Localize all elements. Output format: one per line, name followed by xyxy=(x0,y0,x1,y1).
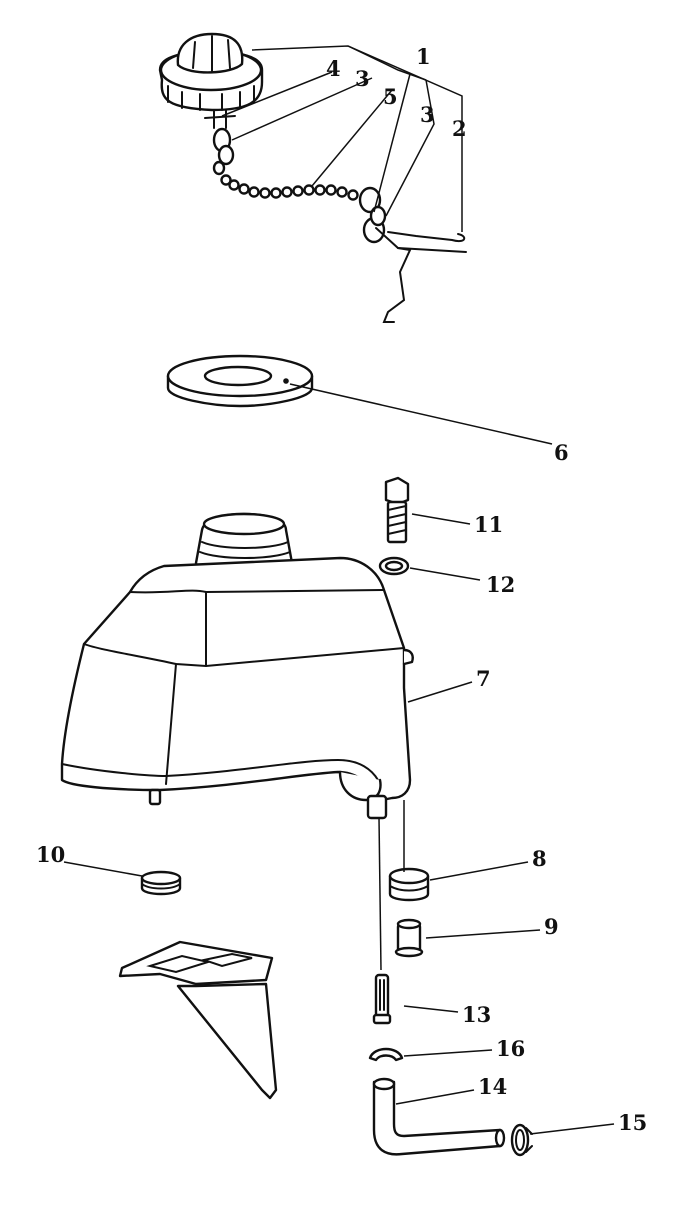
callout-3a: 3 xyxy=(355,66,370,91)
leader-lines xyxy=(63,45,615,1135)
bushing xyxy=(388,867,430,902)
wire-hook xyxy=(375,227,467,323)
callout-labels: 1 4 3 5 3 2 6 11 12 7 10 8 9 13 16 14 15 xyxy=(36,44,647,1135)
callout-15: 15 xyxy=(618,1110,647,1135)
callout-9: 9 xyxy=(544,914,559,939)
retaining-chain xyxy=(212,127,387,244)
fuel-tank xyxy=(60,512,414,820)
callout-2: 2 xyxy=(452,116,467,141)
callout-10: 10 xyxy=(36,842,65,867)
callout-12: 12 xyxy=(486,572,515,597)
callout-4: 4 xyxy=(326,56,341,81)
screw xyxy=(384,476,410,544)
callout-5: 5 xyxy=(383,84,398,109)
callout-6: 6 xyxy=(554,440,569,465)
callout-8: 8 xyxy=(532,846,547,871)
callout-7: 7 xyxy=(476,666,491,691)
callout-1: 1 xyxy=(416,44,431,69)
fuel-filter xyxy=(372,973,392,1025)
fuel-cap xyxy=(158,32,264,129)
fuel-hose xyxy=(372,1077,506,1156)
callout-16: 16 xyxy=(496,1036,525,1061)
mounting-bracket xyxy=(118,940,278,1100)
callout-11: 11 xyxy=(474,512,503,537)
gasket xyxy=(166,354,314,408)
callout-3b: 3 xyxy=(420,102,435,127)
washer xyxy=(378,556,410,576)
hose-clip-upper xyxy=(368,1047,404,1062)
grommet-left xyxy=(140,870,182,896)
collar xyxy=(394,918,424,958)
callout-14: 14 xyxy=(478,1074,507,1099)
hose-clamp xyxy=(510,1123,533,1157)
callout-13: 13 xyxy=(462,1002,491,1027)
